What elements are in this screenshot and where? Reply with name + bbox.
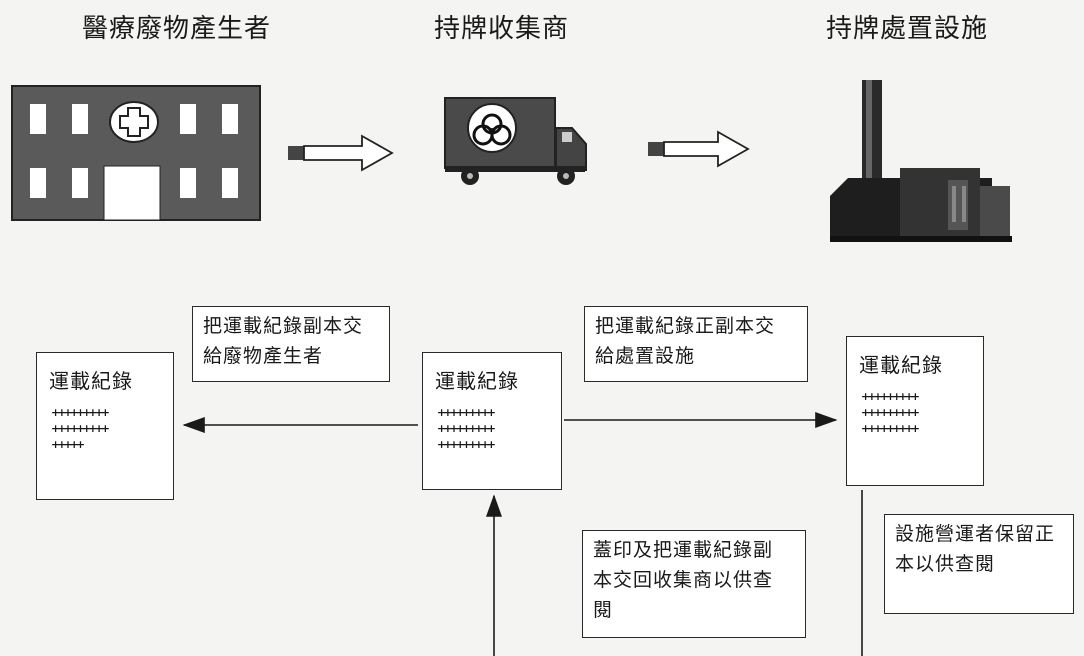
note-line: 閱 — [593, 599, 614, 621]
note-line: 本以供查閱 — [895, 553, 996, 575]
document-line: +++++++++ — [861, 406, 920, 419]
document-line: +++++ — [51, 438, 85, 451]
document-line: +++++++++ — [437, 406, 496, 419]
truck-icon — [444, 97, 587, 185]
note-line: 把運載紀錄正副本交 — [595, 315, 776, 337]
document-line: +++++++++ — [861, 422, 920, 435]
producer-title: 醫療廢物產生者 — [82, 14, 272, 44]
document-right: 運載紀錄 +++++++++ +++++++++ +++++++++ — [846, 336, 984, 486]
document-line: +++++++++ — [437, 438, 496, 451]
document-line: +++++++++ — [861, 390, 920, 403]
facility-title: 持牌處置設施 — [826, 14, 989, 44]
collector-title: 持牌收集商 — [434, 14, 570, 44]
document-title: 運載紀錄 — [859, 353, 943, 377]
document-line: +++++++++ — [51, 422, 110, 435]
note-line: 給處置設施 — [595, 345, 696, 367]
document-center: 運載紀錄 +++++++++ +++++++++ +++++++++ — [422, 352, 562, 490]
note-stamp-return: 蓋印及把運載紀錄副 本交回收集商以供查 閱 — [582, 530, 806, 638]
note-line: 蓋印及把運載紀錄副 — [593, 539, 774, 561]
document-line: +++++++++ — [437, 422, 496, 435]
facility-icon — [830, 80, 1012, 242]
note-to-producer: 把運載紀錄副本交 給廢物產生者 — [192, 306, 390, 382]
document-line: +++++++++ — [51, 406, 110, 419]
document-title: 運載紀錄 — [49, 369, 133, 393]
flow-arrow-icon — [288, 134, 394, 172]
note-line: 設施營運者保留正 — [895, 523, 1056, 545]
document-title: 運載紀錄 — [435, 369, 519, 393]
flow-arrow-icon — [648, 130, 750, 168]
note-line: 把運載紀錄副本交 — [203, 315, 364, 337]
note-keep-original: 設施營運者保留正 本以供查閱 — [884, 514, 1074, 614]
note-line: 給廢物產生者 — [203, 345, 324, 367]
note-to-facility: 把運載紀錄正副本交 給處置設施 — [584, 306, 808, 382]
hospital-icon — [11, 85, 261, 221]
note-line: 本交回收集商以供查 — [593, 569, 774, 591]
document-left: 運載紀錄 +++++++++ +++++++++ +++++ — [36, 352, 174, 500]
